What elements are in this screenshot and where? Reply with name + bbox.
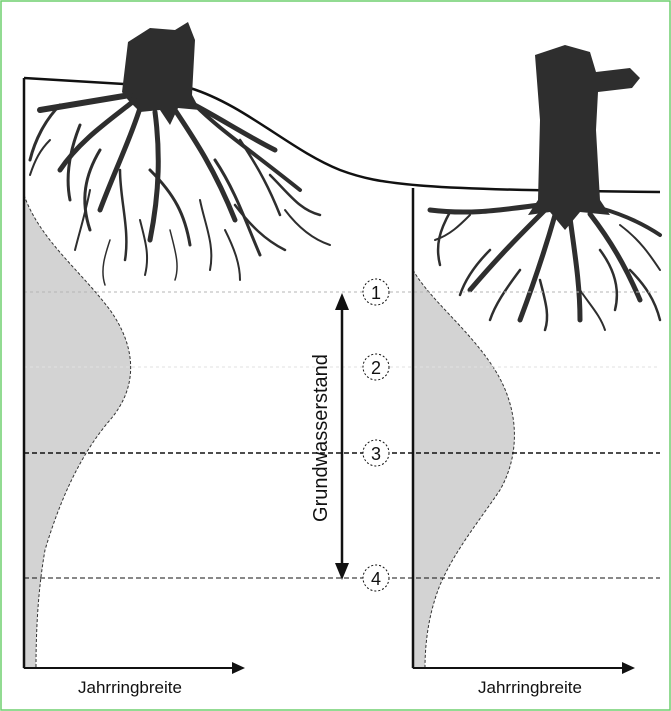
marker-4: 4 — [363, 565, 389, 591]
groundwater-label: Grundwasserstand — [310, 354, 332, 522]
marker-1: 1 — [363, 279, 389, 305]
marker-2: 2 — [363, 354, 389, 380]
arrow-bottom-head — [335, 563, 349, 580]
left-tree-stump — [30, 22, 330, 285]
marker-2-label: 2 — [371, 358, 381, 378]
marker-1-label: 1 — [371, 283, 381, 303]
left-growth-curve — [24, 195, 131, 668]
marker-3-label: 3 — [371, 444, 381, 464]
marker-4-label: 4 — [371, 569, 381, 589]
right-growth-curve — [413, 270, 514, 668]
left-axis-label: Jahrringbreite — [78, 678, 182, 697]
marker-3: 3 — [363, 440, 389, 466]
arrow-top-head — [335, 293, 349, 310]
right-axis-arrowhead — [622, 662, 635, 674]
left-axis-arrowhead — [232, 662, 245, 674]
right-axis-label: Jahrringbreite — [478, 678, 582, 697]
